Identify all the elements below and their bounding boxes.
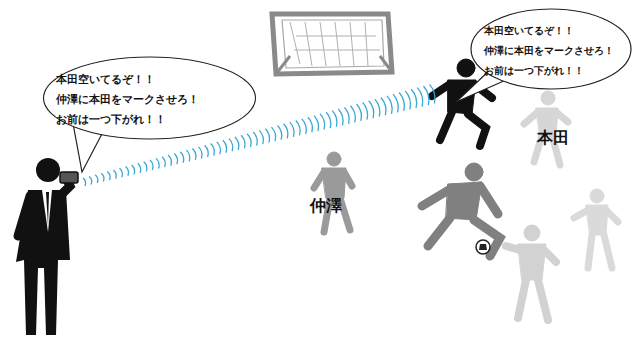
player-target (432, 59, 492, 146)
wave-arc (271, 127, 275, 141)
wave-arc (278, 125, 282, 139)
wave-arc (387, 96, 392, 114)
wave-arc (192, 148, 196, 159)
speech-bubble: 本田空いてるぞ！！仲澤に本田をマークさせろ！お前は一つ下がれ！！ (470, 8, 632, 90)
speech-line: お前は一つ下がれ！！ (484, 61, 632, 81)
speech-line: 仲澤に本田をマークさせろ！ (56, 89, 257, 109)
wave-arc (89, 176, 92, 184)
wave-arc (217, 142, 221, 154)
wave-arc (162, 157, 165, 167)
speech-line: 本田空いてるぞ！！ (56, 69, 257, 89)
wave-arc (144, 162, 147, 172)
player-right (574, 189, 618, 268)
wave-arc (150, 160, 153, 170)
wave-arc (83, 178, 86, 186)
wave-arc (132, 165, 135, 174)
wave-arc (326, 112, 331, 128)
wave-arc (253, 132, 257, 145)
wave-arc (168, 155, 171, 166)
wave-arc (259, 130, 263, 144)
wave-arc (405, 91, 410, 110)
wave-arc (247, 134, 251, 147)
wave-arc (101, 173, 104, 181)
player-far (524, 91, 568, 165)
wave-arc (363, 102, 368, 119)
wave-arc (199, 147, 203, 159)
wave-arc (229, 139, 233, 152)
wave-arc (241, 135, 245, 148)
wave-arc (393, 94, 398, 112)
wave-arc (138, 163, 141, 173)
wave-arc (95, 175, 98, 183)
wave-arc (344, 107, 349, 124)
wave-arc (211, 144, 215, 156)
wave-arc (113, 170, 116, 179)
player-name: 本田 (537, 128, 569, 149)
wave-arc (332, 111, 337, 127)
wave-arc (180, 152, 183, 163)
player-nakazawa (314, 152, 352, 232)
wave-arc (351, 106, 356, 123)
wave-arc (375, 99, 380, 117)
wave-arc (186, 150, 189, 161)
player-dribbling (422, 163, 500, 256)
wave-arc (338, 109, 343, 125)
speech-line: お前は一つ下がれ！！ (56, 109, 257, 129)
wave-arc (126, 167, 129, 176)
wave-arc (399, 93, 404, 111)
wave-arc (417, 88, 422, 107)
coach-silhouette (16, 158, 78, 335)
speech-bubble: 本田空いてるぞ！！仲澤に本田をマークさせろ！お前は一つ下がれ！！ (42, 56, 257, 140)
wave-arc (223, 140, 227, 152)
wave-arc (411, 89, 416, 108)
wave-arc (235, 137, 239, 150)
wave-arc (308, 117, 312, 132)
wave-arc (156, 158, 159, 168)
wave-arc (290, 122, 294, 137)
wave-arc (423, 86, 428, 105)
wave-arc (302, 119, 306, 134)
speech-line: 仲澤に本田をマークさせろ！ (484, 41, 632, 61)
wave-arc (265, 129, 269, 143)
ball-patch (479, 244, 487, 250)
wave-arc (357, 104, 362, 121)
speech-line: 本田空いてるぞ！！ (484, 21, 632, 41)
wave-arc (284, 124, 288, 138)
wave-arc (381, 97, 386, 115)
wave-arc (369, 101, 374, 118)
wave-arc (314, 116, 319, 132)
player-name: 仲澤 (310, 196, 342, 217)
wave-arc (430, 84, 435, 103)
wave-arc (205, 145, 209, 157)
wave-arc (107, 172, 110, 181)
wave-arc (119, 168, 122, 177)
player-bottom (506, 225, 556, 320)
wave-arc (320, 114, 325, 130)
wave-arc (174, 153, 177, 164)
wave-arc (296, 121, 300, 136)
goal (272, 14, 392, 74)
ball (476, 240, 490, 254)
